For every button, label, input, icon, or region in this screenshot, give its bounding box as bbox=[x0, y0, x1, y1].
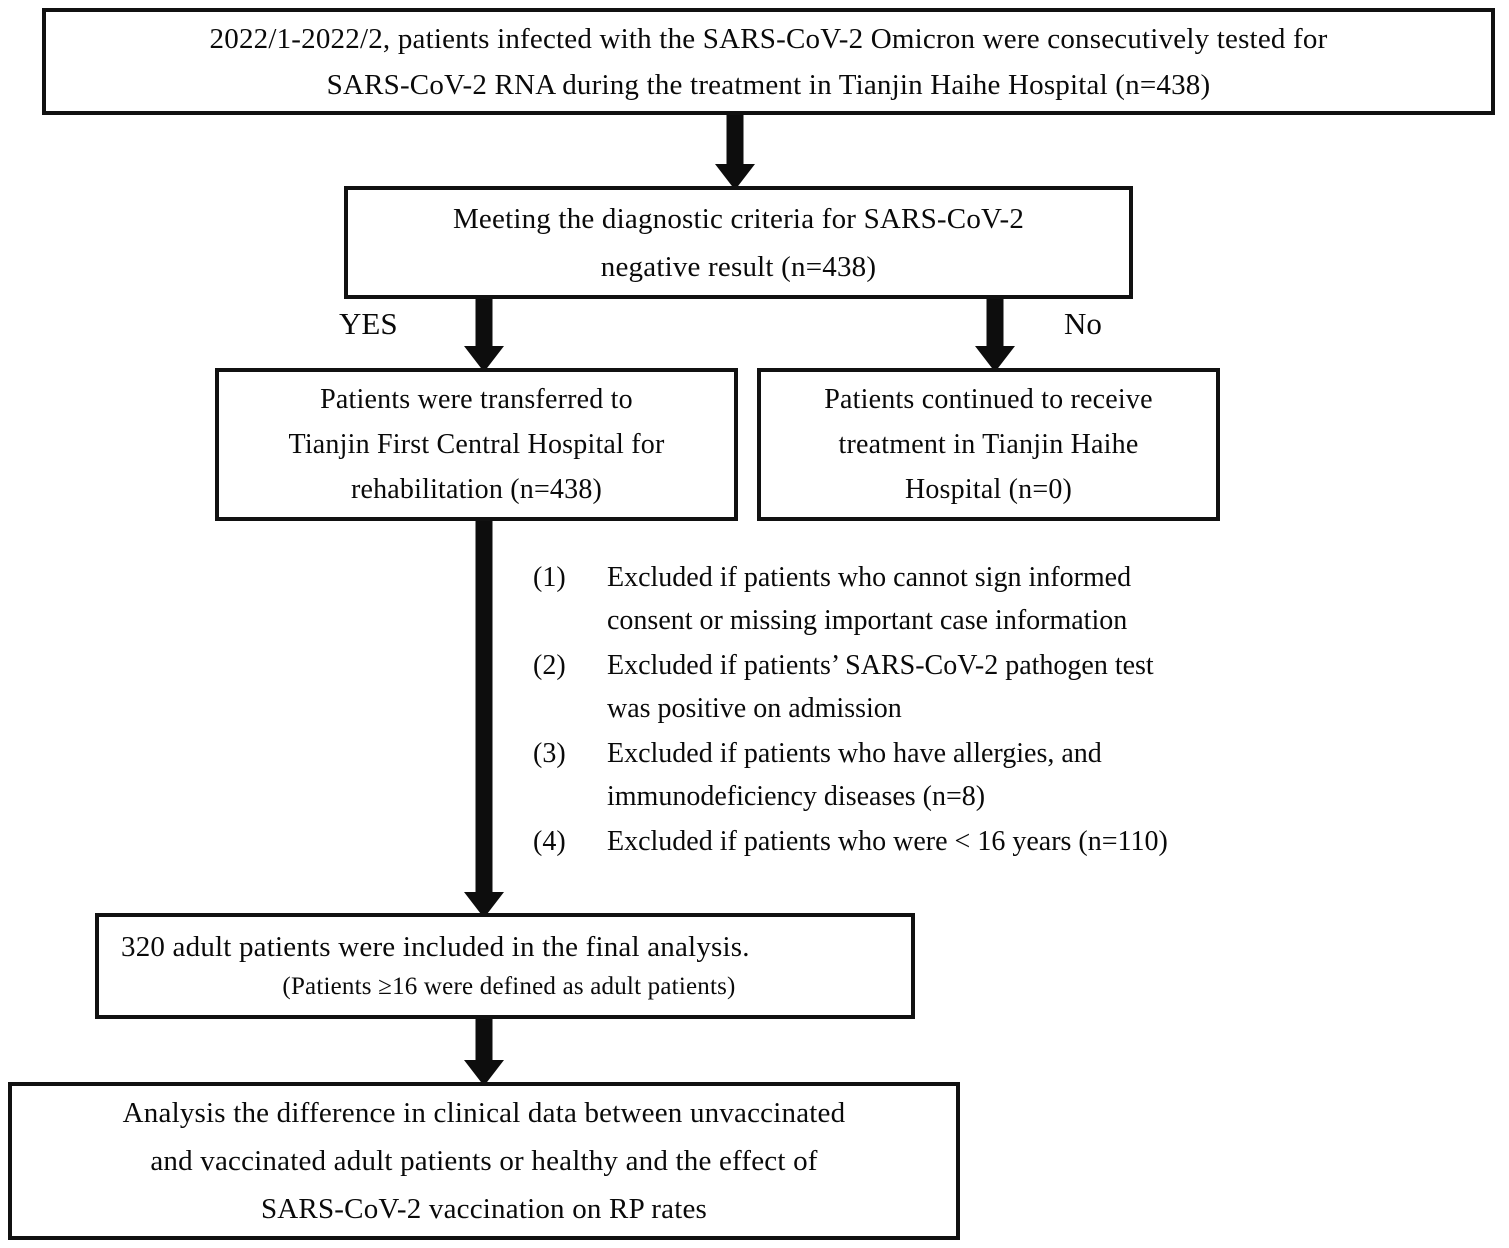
continued-treatment-line-1: Patients continued to receive bbox=[824, 384, 1153, 415]
analysis-objective-line-3: SARS-CoV-2 vaccination on RP rates bbox=[260, 1193, 708, 1225]
exclusion-criterion-4-line-1: Excluded if patients who were < 16 years… bbox=[607, 826, 1168, 857]
transferred-box: Patients were transferred to Tianjin Fir… bbox=[215, 368, 738, 521]
arrow-transferred-to-included bbox=[463, 518, 505, 918]
exclusion-criterion-1-text: Excluded if patients who cannot sign inf… bbox=[607, 556, 1363, 642]
exclusion-criterion-2-line-2: was positive on admission bbox=[607, 693, 902, 724]
exclusion-criterion-2-number: (2) bbox=[533, 650, 566, 681]
exclusion-criterion-1: (1) Excluded if patients who cannot sign… bbox=[533, 556, 1363, 642]
diagnostic-criteria-box: Meeting the diagnostic criteria for SARS… bbox=[344, 186, 1133, 299]
source-cohort-line-1: 2022/1-2022/2, patients infected with th… bbox=[209, 22, 1328, 55]
transferred-line-1: Patients were transferred to bbox=[320, 384, 633, 415]
final-analysis-count-box: 320 adult patients were included in the … bbox=[95, 913, 915, 1019]
exclusion-criterion-4-text: Excluded if patients who were < 16 years… bbox=[607, 820, 1363, 863]
exclusion-criterion-3-line-2: immunodeficiency diseases (n=8) bbox=[607, 781, 986, 812]
arrow-head bbox=[715, 164, 755, 190]
analysis-objective-line-1: Analysis the difference in clinical data… bbox=[122, 1097, 846, 1129]
diagnostic-criteria-line-1: Meeting the diagnostic criteria for SARS… bbox=[452, 202, 1025, 235]
diagnostic-criteria-line-2: negative result (n=438) bbox=[600, 250, 877, 283]
arrow-shaft bbox=[726, 112, 744, 166]
arrow-shaft bbox=[475, 518, 493, 894]
analysis-objective-box: Analysis the difference in clinical data… bbox=[8, 1082, 960, 1240]
exclusion-criterion-1-line-1: Excluded if patients who cannot sign inf… bbox=[607, 562, 1132, 593]
arrow-head bbox=[975, 346, 1015, 372]
branch-label-no: No bbox=[1064, 306, 1102, 341]
arrow-head bbox=[464, 1060, 504, 1086]
branch-label-yes: YES bbox=[339, 306, 398, 341]
source-cohort-line-2: SARS-CoV-2 RNA during the treatment in T… bbox=[326, 68, 1211, 101]
arrow-criteria-yes-branch bbox=[463, 296, 505, 372]
arrow-head bbox=[464, 346, 504, 372]
analysis-objective-line-2: and vaccinated adult patients or healthy… bbox=[150, 1145, 818, 1177]
arrow-source-to-criteria bbox=[714, 112, 756, 190]
arrow-shaft bbox=[475, 296, 493, 348]
transferred-line-3: rehabilitation (n=438) bbox=[350, 474, 603, 505]
final-analysis-count-main: 320 adult patients were included in the … bbox=[121, 931, 750, 963]
exclusion-criterion-3-number: (3) bbox=[533, 738, 566, 769]
exclusion-criterion-4: (4) Excluded if patients who were < 16 y… bbox=[533, 820, 1363, 863]
arrow-criteria-no-branch bbox=[974, 296, 1016, 372]
exclusion-criterion-3-line-1: Excluded if patients who have allergies,… bbox=[607, 738, 1102, 769]
final-analysis-count-note: (Patients ≥16 were defined as adult pati… bbox=[282, 973, 736, 1000]
continued-treatment-line-2: treatment in Tianjin Haihe bbox=[838, 429, 1139, 460]
exclusion-criterion-3: (3) Excluded if patients who have allerg… bbox=[533, 732, 1363, 818]
arrow-shaft bbox=[475, 1016, 493, 1062]
exclusion-criterion-2-text: Excluded if patients’ SARS-CoV-2 pathoge… bbox=[607, 644, 1363, 730]
continued-treatment-line-3: Hospital (n=0) bbox=[904, 474, 1073, 505]
exclusion-criteria-list: (1) Excluded if patients who cannot sign… bbox=[533, 556, 1363, 865]
arrow-shaft bbox=[986, 296, 1004, 348]
exclusion-criterion-3-text: Excluded if patients who have allergies,… bbox=[607, 732, 1363, 818]
exclusion-criterion-1-line-2: consent or missing important case inform… bbox=[607, 605, 1128, 636]
exclusion-criterion-4-number: (4) bbox=[533, 826, 566, 857]
source-cohort-box: 2022/1-2022/2, patients infected with th… bbox=[42, 8, 1495, 115]
transferred-line-2: Tianjin First Central Hospital for bbox=[288, 429, 665, 460]
continued-treatment-box: Patients continued to receive treatment … bbox=[757, 368, 1220, 521]
exclusion-criterion-2: (2) Excluded if patients’ SARS-CoV-2 pat… bbox=[533, 644, 1363, 730]
exclusion-criterion-1-number: (1) bbox=[533, 562, 566, 593]
exclusion-criterion-2-line-1: Excluded if patients’ SARS-CoV-2 pathoge… bbox=[607, 650, 1154, 681]
arrow-included-to-analysis bbox=[463, 1016, 505, 1086]
